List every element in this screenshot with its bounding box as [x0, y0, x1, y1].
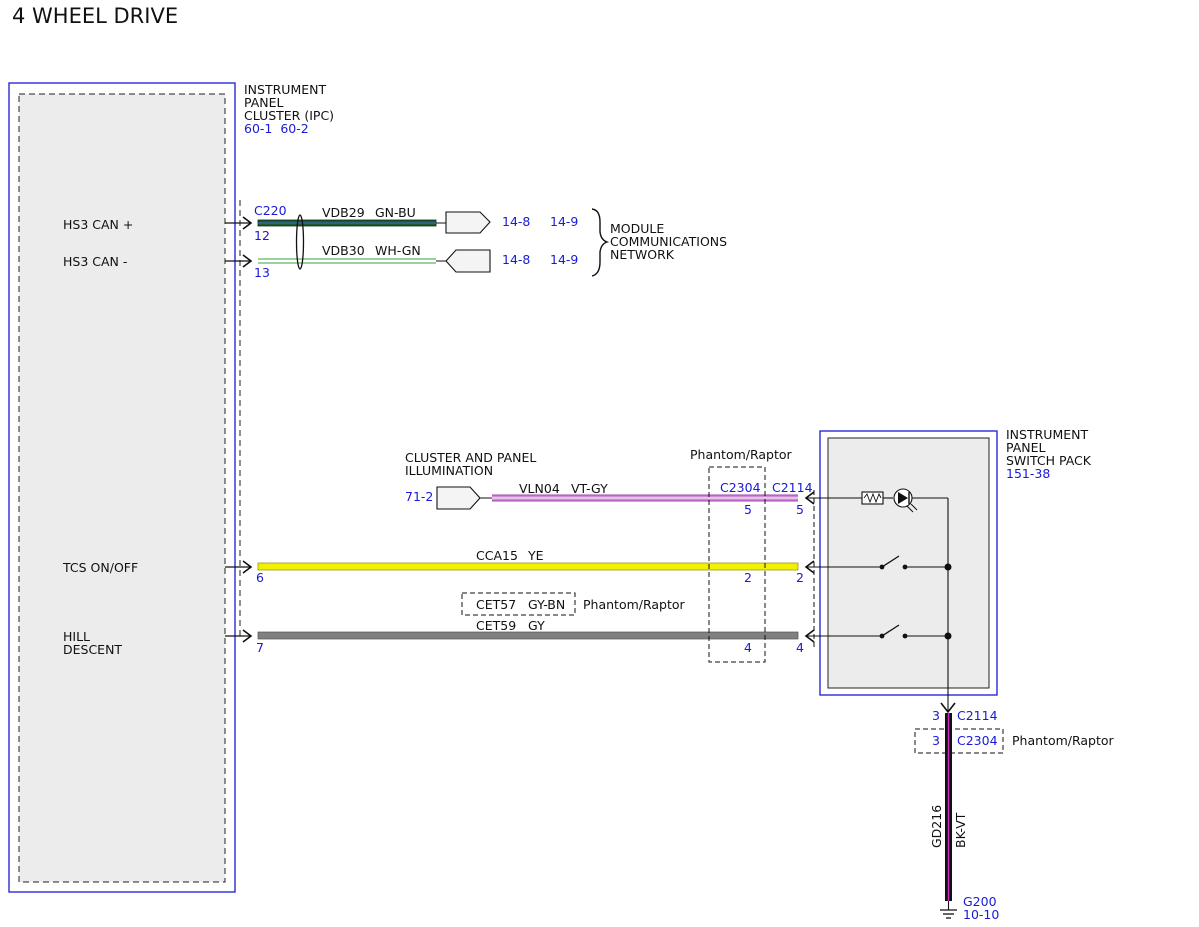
illumination-label-line1: CLUSTER AND PANEL [405, 450, 536, 465]
c220-label: C220 [254, 203, 287, 218]
c2304-label: C2304 [720, 480, 761, 495]
can-minus-ref-a: 14-8 [502, 252, 530, 267]
network-brace [591, 208, 610, 277]
wire-vln04-name: VLN04 [519, 481, 560, 496]
ground-circuit: 3 C2114 3 C2304 Phantom/Raptor GD216 BK-… [914, 702, 1115, 922]
ipc-inner [18, 93, 226, 883]
wire-cca15-color: YE [527, 548, 544, 563]
c2114-pin-2: 2 [796, 570, 804, 585]
ipc-pin-6: 6 [256, 570, 264, 585]
c2304-ground-label: C2304 [957, 733, 998, 748]
wire-vdb29-name: VDB29 [322, 205, 365, 220]
pin-arrow-6 [242, 560, 253, 574]
c2304-pin-5: 5 [744, 502, 752, 517]
wire-cet59-name: CET59 [476, 618, 516, 633]
c2114-pin-4: 4 [796, 640, 804, 655]
c2304-pin-2: 2 [744, 570, 752, 585]
pin-arrow-ground [940, 702, 956, 714]
twisted-pair-symbol [295, 214, 305, 270]
phantom-c2304: Phantom/Raptor C2304 5 2 4 [690, 447, 793, 663]
ipc-name-line3: CLUSTER (IPC) [244, 108, 334, 123]
c220-pin-13: 13 [254, 265, 270, 280]
ground-name: G200 [963, 894, 997, 909]
ipc-name-line1: INSTRUMENT [244, 82, 326, 97]
tcs-circuit: 6 CCA15 YE [225, 548, 799, 585]
wire-vdb30-color: WH-GN [375, 243, 421, 258]
wire-vdb29-color: GN-BU [375, 205, 416, 220]
c2114-pin-3: 3 [932, 708, 940, 723]
illumination-label-line2: ILLUMINATION [405, 463, 493, 478]
flag-connector-plus [445, 211, 491, 234]
wire-vln04-color: VT-GY [571, 481, 608, 496]
alt-wire-box [461, 592, 576, 616]
flag-connector-minus [445, 249, 491, 273]
switch-tcs-icon [881, 555, 900, 568]
switch-pack-module: INSTRUMENT PANEL SWITCH PACK 151-38 [806, 427, 1092, 712]
ground-phantom-label: Phantom/Raptor [1012, 733, 1115, 748]
alt-wire-phantom-label: Phantom/Raptor [583, 597, 686, 612]
illumination-circuit: CLUSTER AND PANEL ILLUMINATION 71-2 VLN0… [405, 450, 798, 510]
ipc-module: INSTRUMENT PANEL CLUSTER (IPC) 60-1 60-2… [8, 82, 334, 893]
wire-cet59 [257, 631, 799, 640]
resistor-icon [861, 491, 884, 505]
pin-arrow-13 [242, 254, 253, 268]
can-plus-ref-a: 14-8 [502, 214, 530, 229]
illumination-flag [436, 486, 481, 510]
wire-gd216-name: GD216 [929, 805, 944, 848]
switch-pack-inner [827, 437, 990, 689]
c2114-label: C2114 [772, 480, 813, 495]
pin-arrow-7 [242, 629, 253, 643]
c220-pin-12: 12 [254, 228, 270, 243]
pin-label-hs3-can-plus: HS3 CAN + [63, 217, 133, 232]
c2304-ground-box [914, 728, 1004, 754]
wire-vdb30-name: VDB30 [322, 243, 365, 258]
c2114-pin-5: 5 [796, 502, 804, 517]
network-line1: MODULE [610, 221, 664, 236]
pin-arrow-12 [242, 216, 253, 230]
switch-pack-name-line1: INSTRUMENT [1006, 427, 1088, 442]
pin-label-hill-line2: DESCENT [63, 642, 122, 657]
ipc-refs: 60-1 60-2 [244, 121, 309, 136]
wire-cet57-color: GY-BN [528, 597, 565, 612]
wire-gd216-color: BK-VT [953, 812, 968, 848]
hill-descent-circuit: 7 CET59 GY CET57 GY-BN Phantom/Raptor [225, 592, 799, 655]
wire-cet59-color: GY [528, 618, 545, 633]
network-line2: COMMUNICATIONS [610, 234, 727, 249]
switch-pack-ref: 151-38 [1006, 466, 1050, 481]
pin-label-hill-line1: HILL [63, 629, 90, 644]
ipc-pin-7: 7 [256, 640, 264, 655]
c2304-pin-3: 3 [932, 733, 940, 748]
wire-cet57-name: CET57 [476, 597, 516, 612]
switch-pack-name-line2: PANEL [1006, 440, 1046, 455]
page-title: 4 WHEEL DRIVE [12, 4, 178, 28]
can-bus: C220 12 13 VDB29 GN-BU VDB30 WH-GN 14-8 … [225, 203, 727, 280]
switch-pack-name-line3: SWITCH PACK [1006, 453, 1092, 468]
pin-label-hs3-can-minus: HS3 CAN - [63, 254, 127, 269]
can-plus-ref-b: 14-9 [550, 214, 578, 229]
ground-ref: 10-10 [963, 907, 999, 922]
phantom-label: Phantom/Raptor [690, 447, 793, 462]
pin-label-tcs: TCS ON/OFF [62, 560, 138, 575]
ipc-name-line2: PANEL [244, 95, 284, 110]
can-minus-ref-b: 14-9 [550, 252, 578, 267]
c2304-dashed-box [708, 466, 766, 663]
network-line3: NETWORK [610, 247, 675, 262]
wire-cca15 [257, 562, 799, 571]
switch-hill-icon [881, 624, 900, 637]
c2304-pin-4: 4 [744, 640, 752, 655]
c2114-ground-label: C2114 [957, 708, 998, 723]
wire-cca15-name: CCA15 [476, 548, 518, 563]
illumination-ref: 71-2 [405, 489, 433, 504]
